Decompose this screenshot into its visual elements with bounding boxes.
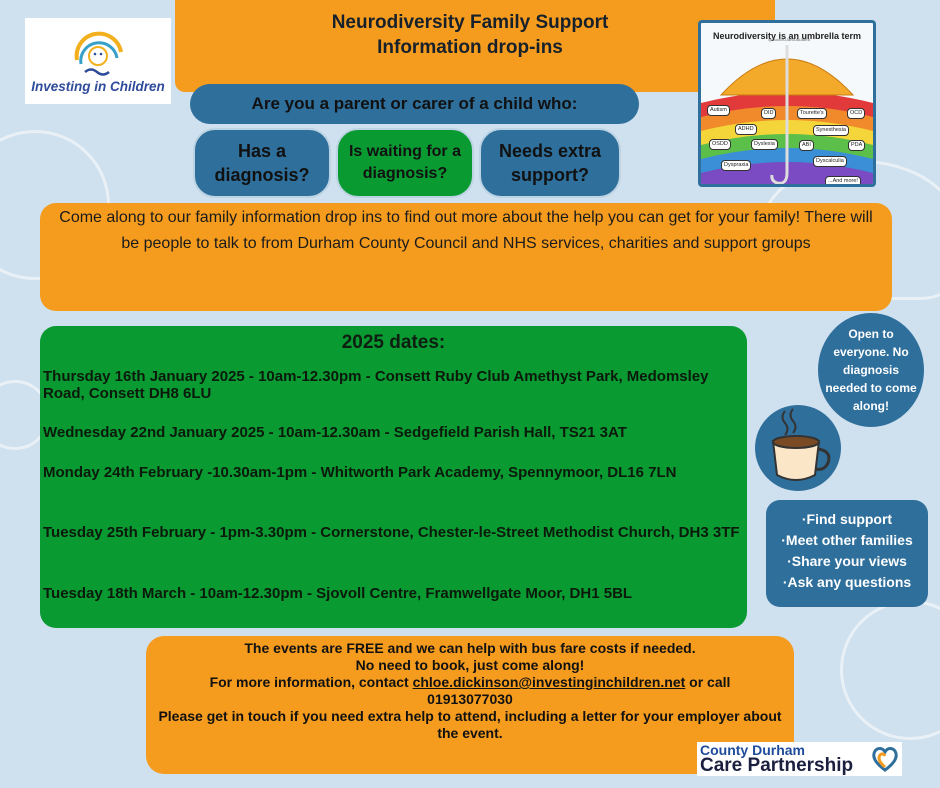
background-decoration — [840, 600, 940, 740]
contact-email-link[interactable]: chloe.dickinson@investinginchildren.net — [412, 674, 686, 690]
page-title: Neurodiversity Family Support Informatio… — [250, 10, 690, 60]
infographic-tag: PDA — [848, 140, 866, 151]
partner-logo-line-2: Care Partnership — [700, 755, 854, 776]
infographic-tag: OCD — [847, 108, 866, 119]
footer-info-box: The events are FREE and we can help with… — [146, 636, 794, 774]
infographic-tag: ABI — [799, 140, 814, 151]
contact-phone: 01913077030 — [427, 691, 513, 707]
footer-contact-prefix: For more information, contact — [209, 674, 413, 690]
dates-box: 2025 dates: Thursday 16th January 2025 -… — [40, 326, 747, 628]
infographic-tag: DID — [761, 108, 777, 119]
infographic-tag: Synesthesia — [813, 125, 849, 136]
intro-text: Come along to our family information dro… — [59, 209, 873, 252]
infographic-tag: Autism — [707, 105, 730, 116]
option-label: Needs extra support? — [498, 141, 602, 185]
question-banner: Are you a parent or carer of a child who… — [190, 84, 639, 124]
footer-line: No need to book, just come along! — [355, 657, 585, 673]
benefit-item: ·Meet other families — [781, 532, 913, 548]
footer-line: Please get in touch if you need extra he… — [158, 708, 782, 741]
benefit-item: ·Share your views — [787, 553, 907, 569]
infographic-tag: Dyscalculia — [813, 156, 847, 167]
footer-contact-suffix: or call — [685, 674, 731, 690]
footer-contact-line: For more information, contact chloe.dick… — [146, 674, 794, 691]
option-needs-extra-support: Needs extra support? — [479, 128, 621, 198]
title-band — [175, 0, 775, 92]
open-to-everyone-badge: Open to everyone. No diagnosis needed to… — [818, 313, 924, 427]
infographic-tag: Dyslexia — [751, 139, 778, 150]
county-durham-care-partnership-logo: County Durham Care Partnership — [697, 742, 902, 776]
option-label: Is waiting for a diagnosis? — [348, 143, 461, 182]
open-note-text: Open to everyone. No diagnosis needed to… — [825, 327, 917, 413]
date-entry: Wednesday 22nd January 2025 - 10am-12.30… — [43, 424, 627, 441]
benefit-item: ·Find support — [801, 511, 893, 527]
title-line-1: Neurodiversity Family Support — [331, 12, 609, 33]
infographic-tag: ...And more! — [825, 176, 861, 184]
title-line-2: Information drop-ins — [377, 37, 563, 58]
heart-icon — [872, 747, 898, 772]
option-has-diagnosis: Has a diagnosis? — [193, 128, 331, 198]
coffee-cup-badge — [755, 405, 841, 491]
date-entry: Monday 24th February -10.30am-1pm - Whit… — [43, 464, 677, 481]
partner-logo-line-1: County Durham — [700, 742, 805, 758]
dates-heading: 2025 dates: — [341, 332, 446, 353]
benefits-list: ·Find support ·Meet other families ·Shar… — [766, 500, 928, 607]
neurodiversity-umbrella-infographic: Neurodiversity is an umbrella term @Doct… — [698, 20, 876, 187]
benefit-item: ·Ask any questions — [782, 574, 912, 590]
infographic-title: Neurodiversity is an umbrella term — [712, 31, 862, 41]
option-waiting-for-diagnosis: Is waiting for a diagnosis? — [336, 128, 474, 198]
date-entry: Tuesday 25th February - 1pm-3.30pm - Cor… — [43, 524, 740, 541]
option-label: Has a diagnosis? — [214, 141, 310, 185]
infographic-tag: OSDD — [709, 139, 731, 150]
infographic-tag: Dyspraxia — [721, 160, 752, 171]
infographic-tag: Tourette's — [797, 108, 827, 119]
infographic-tag: ADHD — [735, 124, 757, 135]
footer-line: The events are FREE and we can help with… — [244, 640, 696, 656]
date-entry: Tuesday 18th March - 10am-12.30pm - Sjov… — [43, 585, 633, 602]
infographic-handle: @DoctorJJandJaiJabra — [768, 37, 810, 42]
date-entry: Thursday 16th January 2025 - 10am-12.30p… — [43, 368, 709, 402]
investing-in-children-logo: Investing in Children — [25, 18, 171, 104]
logo-sun-icon — [74, 31, 123, 76]
coffee-cup-icon — [771, 408, 831, 481]
intro-text-box: Come along to our family information dro… — [40, 203, 892, 311]
logo-text: Investing in Children — [31, 79, 165, 94]
